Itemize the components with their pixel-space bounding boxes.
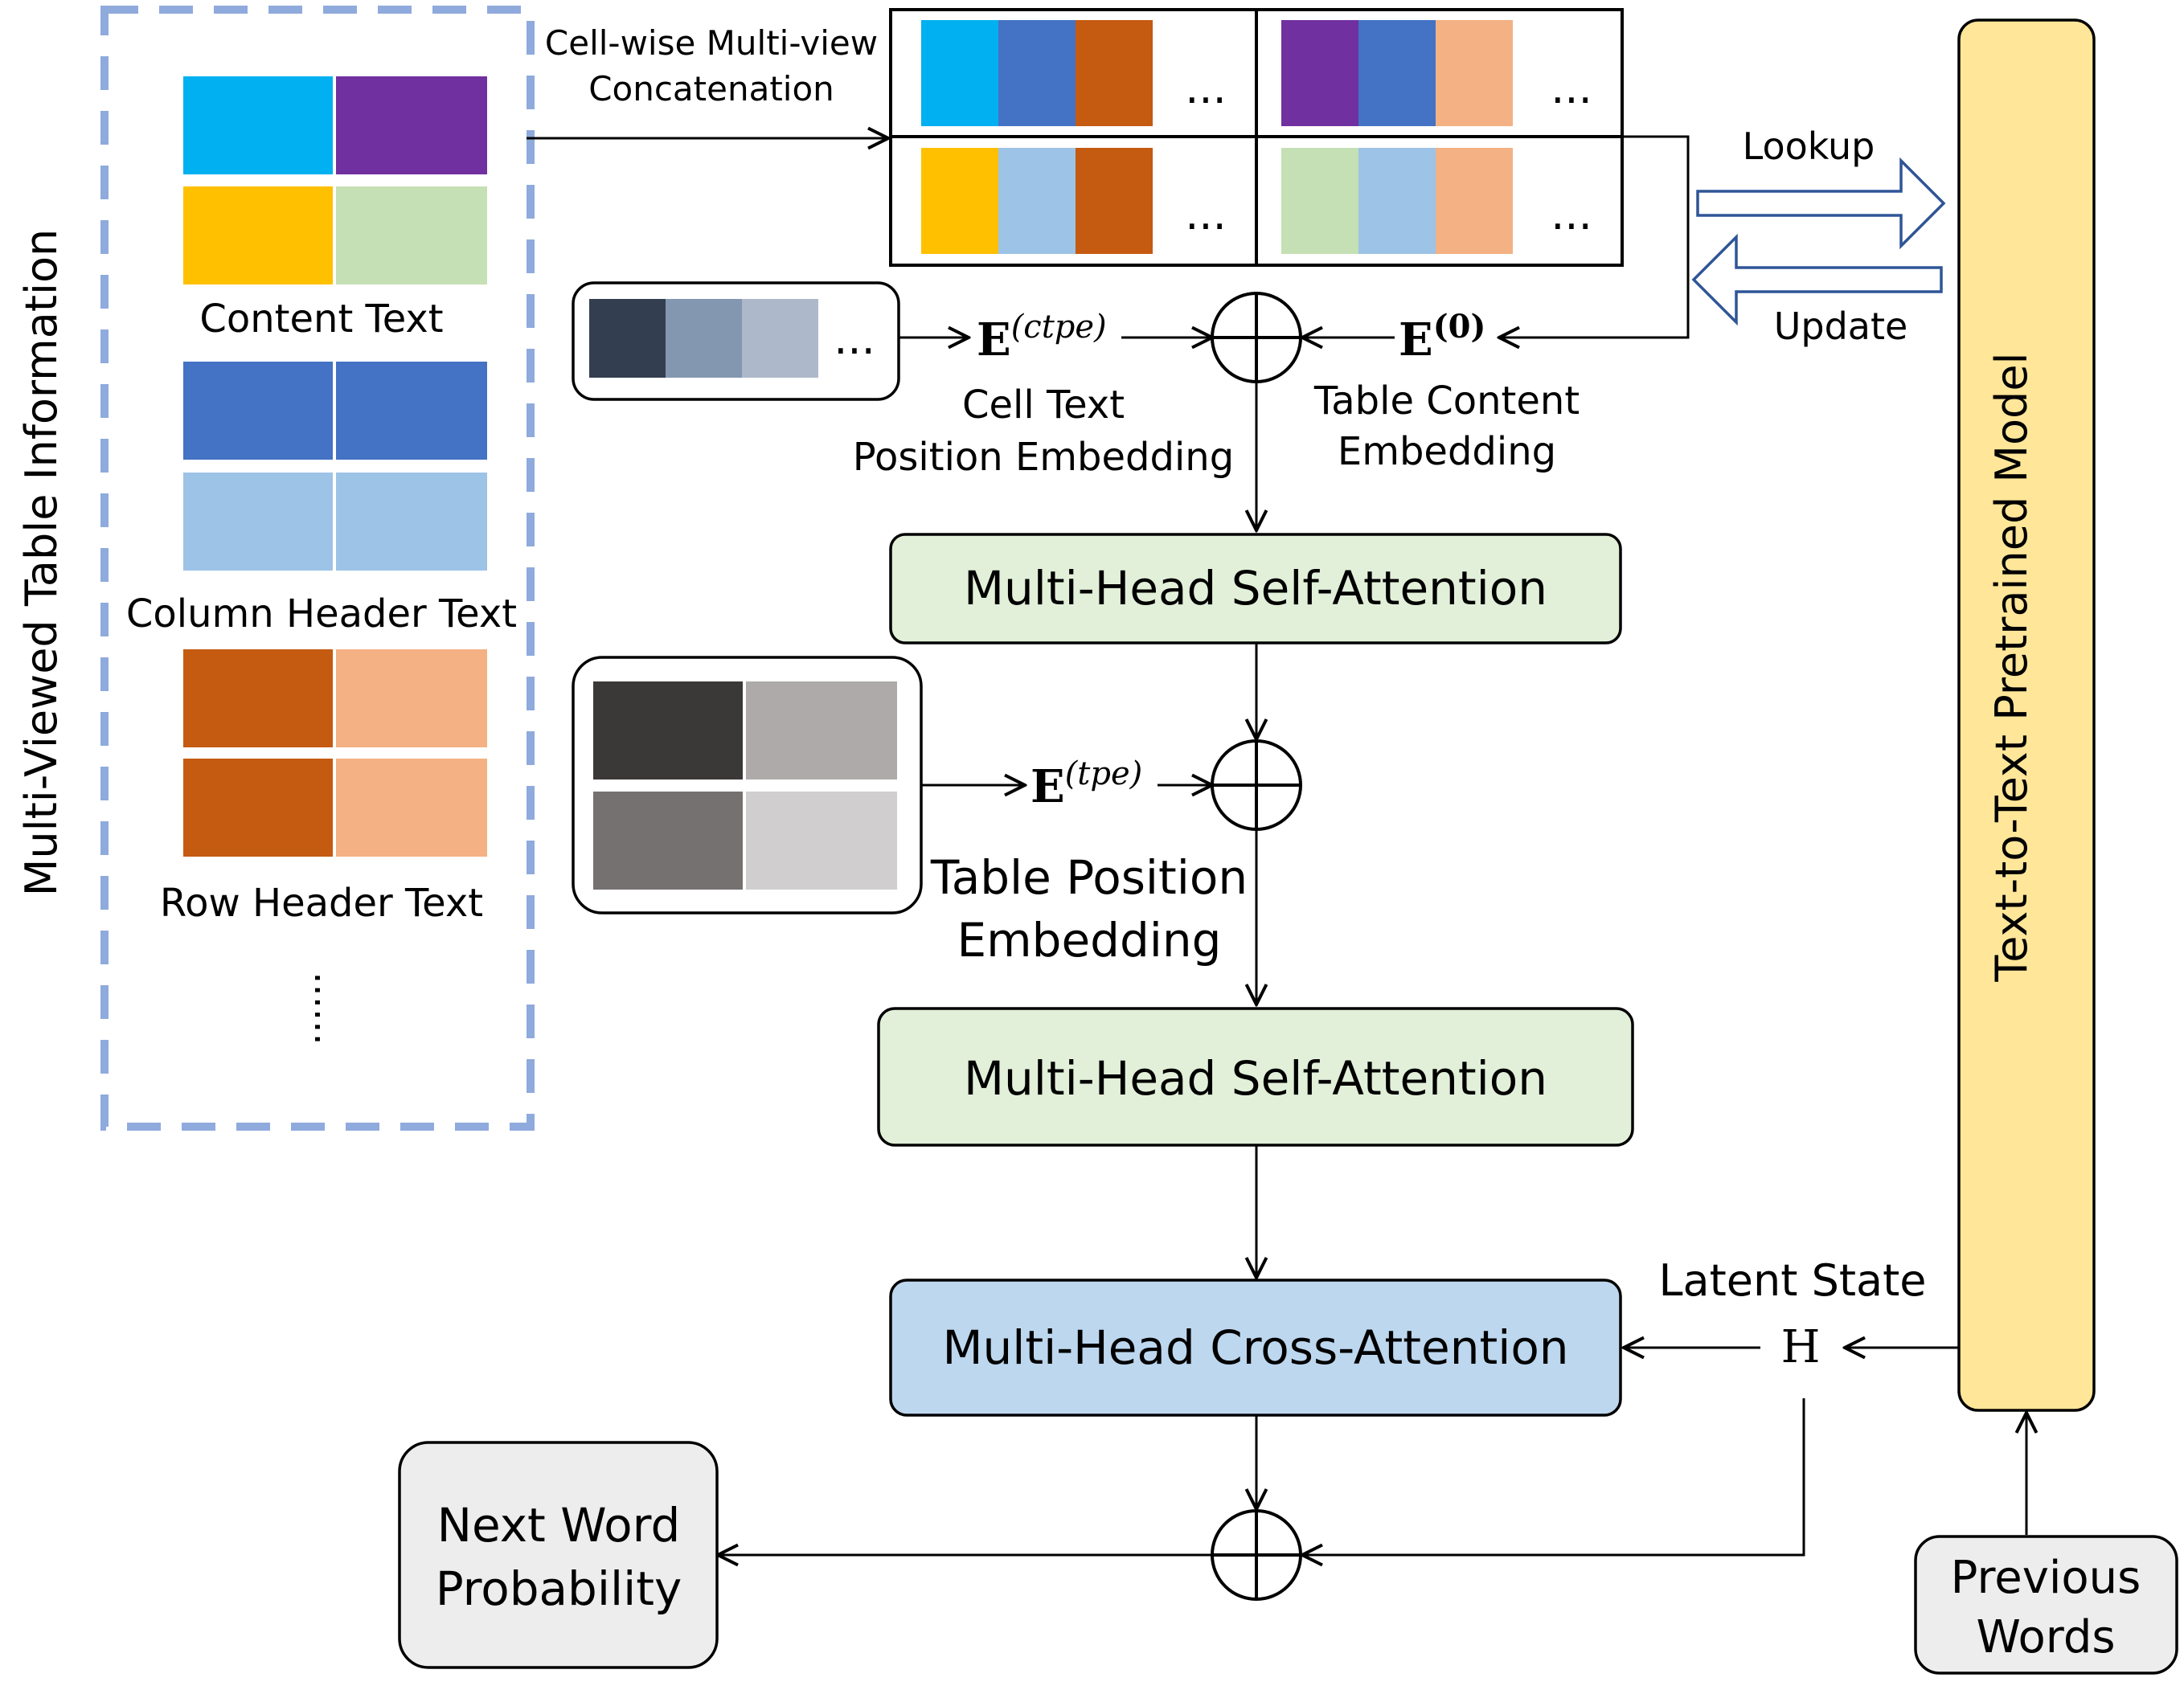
next-word-probability-box [398,1441,719,1669]
dashed-panel-border [100,6,535,1131]
sum-node-1 [1211,292,1302,383]
concatenated-table: ... ... ... ... [889,8,1624,267]
e0-label-line1: Table Content [1313,378,1580,424]
previous-words-line1: Previous [1951,1552,2141,1604]
grid-cell [336,76,487,174]
next-word-line2: Probability [436,1561,682,1616]
self-attention-label-2: Multi-Head Self-Attention [964,1051,1547,1106]
tpe-cell [746,792,897,890]
lookup-arrow [1696,157,1946,250]
tpe-cell [593,792,743,890]
tpe-symbol: E(tpe) [1031,755,1142,813]
latent-state-symbol: H [1781,1321,1821,1373]
concat-cell [998,148,1076,254]
content-text-grid [183,76,487,284]
concat-ellipsis: ... [1551,63,1592,113]
concat-label-line2: Concatenation [588,69,834,108]
grid-cell [336,759,487,857]
concat-cell [1281,20,1358,126]
panel-title: Multi-Viewed Table Information [16,229,67,897]
more-views-dots: ...... [305,972,350,1045]
ctpe-label-line1: Cell Text [962,383,1125,428]
self-attention-label-1: Multi-Head Self-Attention [964,561,1547,616]
concat-cell [1358,20,1436,126]
concat-cell [1076,20,1153,126]
grid-cell [183,649,333,747]
ctpe-label-line2: Position Embedding [853,435,1234,480]
grid-cell [336,473,487,571]
concat-cell [1436,148,1513,254]
column-header-grid [183,362,487,571]
grid-cell [183,76,333,174]
lookup-label: Lookup [1743,125,1875,168]
grid-cell [183,362,333,460]
row-header-grid [183,649,487,857]
concat-cell [998,20,1076,126]
e0-label-line2: Embedding [1338,429,1556,474]
concat-ellipsis: ... [1551,189,1592,239]
previous-words-line2: Words [1976,1611,2115,1663]
grid-cell [336,362,487,460]
pretrained-model-box [1957,18,2096,1412]
grid-cell [336,649,487,747]
next-word-line1: Next Word [437,1498,681,1553]
table-to-e0-arrow [1499,135,1690,338]
concat-cell [921,20,998,126]
concat-label-line1: Cell-wise Multi-view [545,23,878,63]
multi-view-panel: Multi-Viewed Table Information Content T… [16,6,535,1131]
concat-cell [1436,20,1513,126]
sum-node-3 [1211,1509,1302,1601]
previous-words-box [1914,1535,2178,1675]
latent-to-sum3-arrow [1302,1398,1805,1555]
tpe-cell [746,681,897,779]
concat-ellipsis: ... [1185,63,1227,113]
tpe-label-line2: Embedding [957,913,1222,968]
grid-cell [183,186,333,284]
update-arrow [1691,233,1943,326]
ctpe-cell [589,299,666,378]
content-text-label: Content Text [199,297,443,342]
concat-cell [1281,148,1358,254]
grid-cell [336,186,487,284]
latent-state-label: Latent State [1658,1255,1926,1306]
cross-attention-label: Multi-Head Cross-Attention [942,1320,1568,1375]
concat-ellipsis: ... [1185,189,1227,239]
concat-cell [1358,148,1436,254]
ctpe-ellipsis: ... [834,313,875,364]
grid-cell [183,759,333,857]
update-label: Update [1774,305,1908,348]
concat-cell [921,148,998,254]
grid-cell [183,473,333,571]
concat-cell [1076,148,1153,254]
ctpe-symbol: E(ctpe) [977,309,1107,366]
sum-node-2 [1211,739,1302,831]
row-header-label: Row Header Text [160,881,483,926]
pretrained-model-label: Text-to-Text Pretrained Model [1986,352,2037,982]
tpe-cell [593,681,743,779]
ctpe-cell [742,299,818,378]
tpe-label-line1: Table Position [930,850,1248,905]
column-header-label: Column Header Text [126,591,517,636]
ctpe-cell [666,299,742,378]
e0-symbol: E(0) [1399,308,1485,366]
